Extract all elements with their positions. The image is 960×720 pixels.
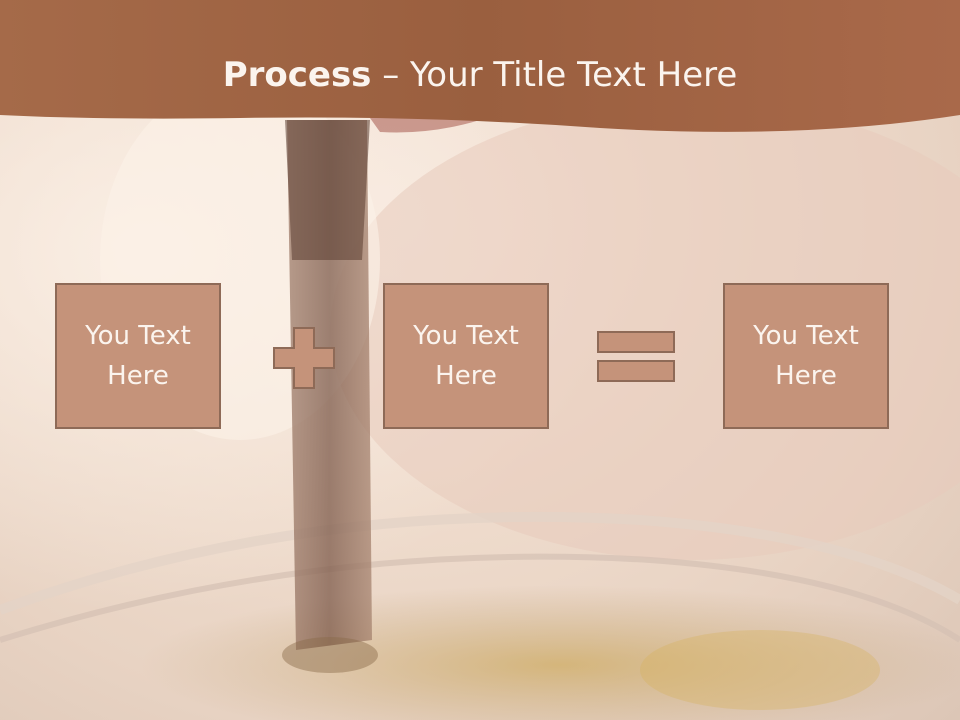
title-text: – Your Title Text Here bbox=[371, 55, 738, 95]
text-box-3[interactable]: You Text Here bbox=[723, 283, 889, 429]
page-title: Process – Your Title Text Here bbox=[0, 54, 960, 96]
equals-icon bbox=[597, 331, 675, 382]
text-box-1[interactable]: You Text Here bbox=[55, 283, 221, 429]
text-box-1-label: You Text Here bbox=[85, 321, 191, 391]
title-bold-word: Process bbox=[222, 55, 372, 95]
plus-icon bbox=[273, 327, 335, 389]
text-box-2[interactable]: You Text Here bbox=[383, 283, 549, 429]
title-banner bbox=[0, 0, 960, 132]
text-box-2-label: You Text Here bbox=[413, 321, 519, 391]
text-box-3-label: You Text Here bbox=[753, 321, 859, 391]
